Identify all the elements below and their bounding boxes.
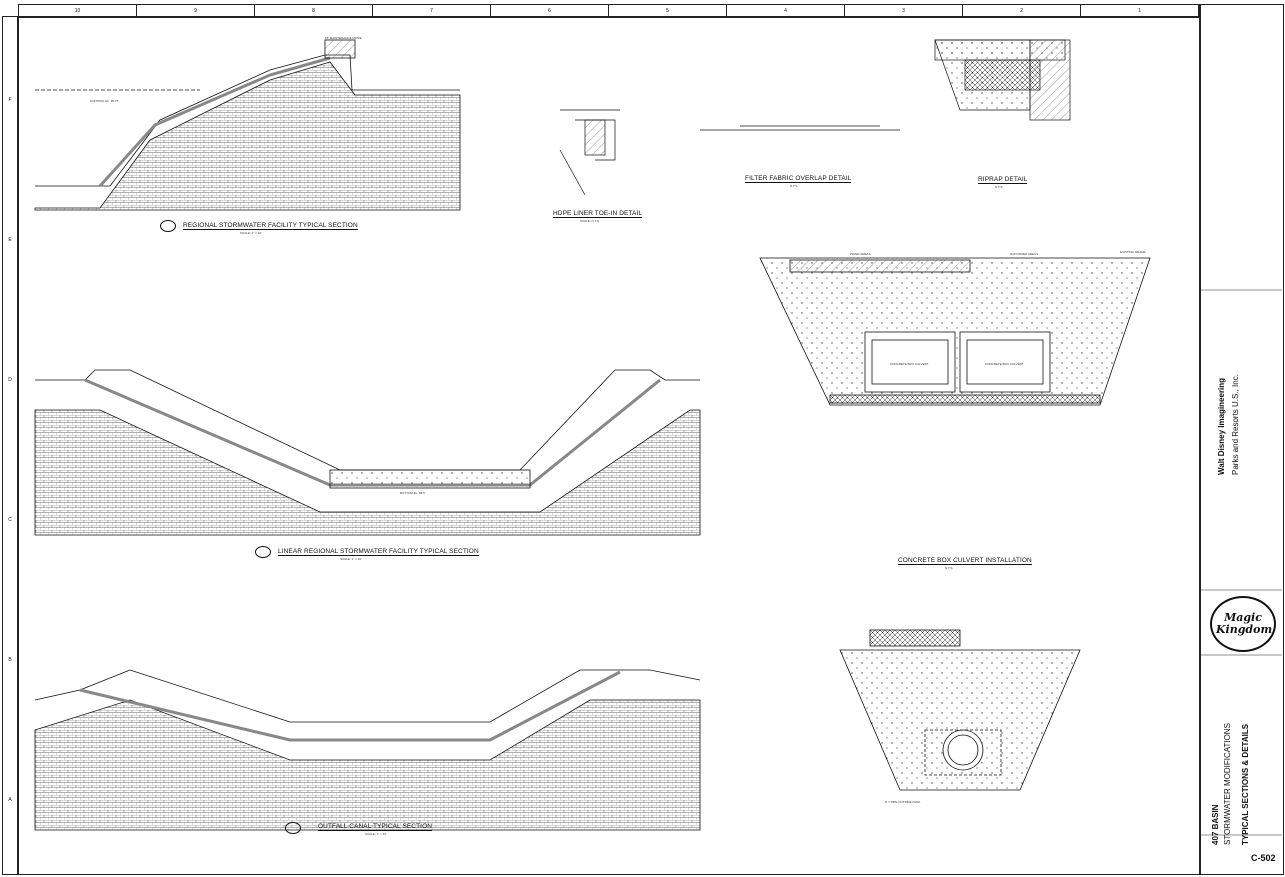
ruler-mark: 8 — [255, 5, 373, 17]
control-elevation-label: CONTROL EL. 96.75 — [90, 99, 119, 103]
pipe-section — [839, 629, 1081, 791]
sheet-number: C-502 — [1251, 853, 1276, 863]
paved-areas-label: PAVED AREAS — [850, 252, 871, 256]
detail-badge — [255, 546, 271, 558]
riprap-scale: N.T.S. — [995, 185, 1004, 189]
hdpe-title: HDPE LINER TOE-IN DETAIL — [553, 210, 643, 218]
bottom-elevation-label: BOTTOM EL. 86.5 — [400, 491, 425, 495]
ruler-mark: E — [8, 237, 12, 243]
pipe-diameter-label: D = PIPE OUTSIDE DIAM. — [885, 800, 921, 804]
ruler-mark: B — [8, 657, 12, 663]
regional-scale: SCALE: 1" = 10' — [240, 231, 262, 235]
project-subtitle: STORMWATER MODIFICATIONS — [1223, 723, 1232, 845]
ruler-mark: 9 — [137, 5, 255, 17]
company-name: Walt Disney Imagineering — [1217, 377, 1226, 475]
ruler-mark: 10 — [19, 5, 137, 17]
box-culvert-label: CONCRETE BOX CULVERT — [985, 362, 1024, 366]
ruler-mark: 1 — [1081, 5, 1199, 17]
filter-title: FILTER FABRIC OVERLAP DETAIL — [745, 175, 852, 183]
division-name: Parks and Resorts U.S., Inc. — [1231, 374, 1240, 475]
linear-section — [34, 369, 701, 536]
ruler-mark: 6 — [491, 5, 609, 17]
ruler-mark: 2 — [963, 5, 1081, 17]
linear-scale: SCALE: 1" = 10' — [340, 557, 362, 561]
existing-grade-label: EXISTING GRADE — [1120, 250, 1146, 254]
title-block: Walt Disney Imagineering Parks and Resor… — [1200, 4, 1284, 875]
left-ruler: F E D C B A — [2, 16, 18, 875]
culvert-title: CONCRETE BOX CULVERT INSTALLATION — [898, 557, 1032, 565]
non-paved-areas-label: NON PAVED AREAS — [1010, 252, 1039, 256]
ruler-mark: 7 — [373, 5, 491, 17]
ruler-mark: 3 — [845, 5, 963, 17]
outfall-title: OUTFALL CANAL TYPICAL SECTION — [318, 823, 433, 831]
regional-title: REGIONAL STORMWATER FACILITY TYPICAL SEC… — [183, 222, 358, 230]
ruler-mark: 5 — [609, 5, 727, 17]
ruler-mark: F — [8, 97, 12, 103]
maintenance-drive-label: 15' MAINTENANCE DRIVE — [325, 36, 362, 40]
box-culvert — [759, 257, 1151, 406]
ruler-mark: A — [8, 797, 12, 803]
logo-text: Magic Kingdom — [1216, 611, 1273, 636]
filter-fabric — [700, 125, 900, 131]
detail-badge — [160, 220, 176, 232]
drawing-frame — [18, 16, 1200, 875]
ruler-mark: D — [8, 377, 12, 383]
linear-title: LINEAR REGIONAL STORMWATER FACILITY TYPI… — [278, 548, 479, 556]
hdpe-scale: SCALE: N.T.S. — [580, 219, 600, 223]
outfall-scale: SCALE: 1" = 10' — [365, 832, 387, 836]
sheet-title: TYPICAL SECTIONS & DETAILS — [1241, 723, 1250, 845]
regional-section — [34, 39, 461, 211]
ruler-mark: C — [8, 517, 12, 523]
culvert-scale: N.T.S. — [945, 566, 954, 570]
project-name: 407 BASIN — [1211, 804, 1220, 845]
box-culvert-label: CONCRETE BOX CULVERT — [890, 362, 929, 366]
riprap-detail — [934, 39, 1071, 121]
outfall-section — [34, 669, 701, 831]
ruler-mark: 4 — [727, 5, 845, 17]
hdpe-detail — [559, 109, 620, 196]
detail-badge — [285, 822, 301, 834]
magic-kingdom-logo: Magic Kingdom — [1210, 596, 1276, 652]
filter-scale: N.T.S. — [790, 184, 799, 188]
riprap-title: RIPRAP DETAIL — [978, 176, 1028, 184]
